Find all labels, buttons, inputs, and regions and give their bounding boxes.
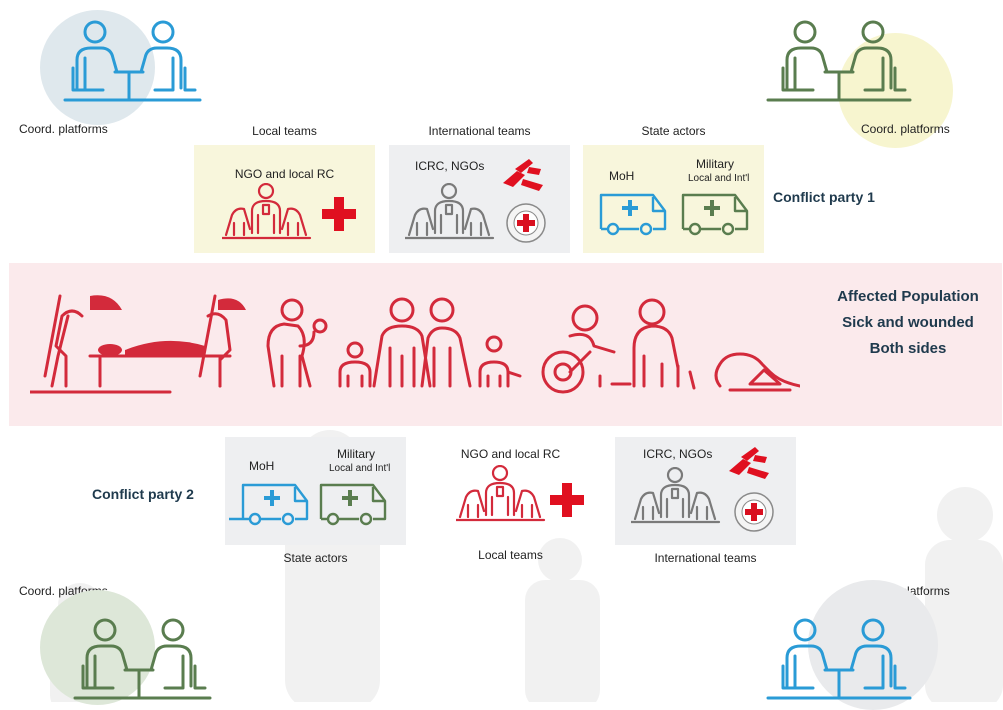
ambulance-icon bbox=[681, 193, 749, 236]
population-line-3: Both sides bbox=[869, 340, 947, 357]
state-actors-header: State actors bbox=[641, 124, 706, 138]
panel-title: ICRC, NGOs bbox=[415, 159, 485, 173]
coord-platforms-label: Coord. platforms bbox=[861, 122, 950, 136]
moh-label: MoH bbox=[609, 169, 635, 183]
ambulance-icon bbox=[319, 483, 387, 526]
local-teams-header: Local teams bbox=[252, 124, 317, 138]
panel-title: ICRC, NGOs bbox=[643, 447, 713, 461]
icrc-emblem-icon bbox=[734, 492, 774, 532]
team-icon bbox=[405, 183, 495, 240]
meeting-icon bbox=[766, 618, 912, 700]
panel-title: NGO and local RC bbox=[234, 167, 335, 181]
population-line-1: Affected Population bbox=[837, 288, 979, 305]
icrc-emblem-icon bbox=[506, 203, 546, 243]
military-label: Military bbox=[696, 157, 734, 171]
party1-international-panel: ICRC, NGOs bbox=[389, 145, 570, 253]
coord-platforms-label: Coord. platforms bbox=[19, 122, 108, 136]
meeting-icon bbox=[766, 20, 912, 102]
party2-local-panel: NGO and local RC bbox=[420, 437, 601, 542]
moh-label: MoH bbox=[249, 459, 275, 473]
party1-local-panel: NGO and local RC bbox=[194, 145, 375, 253]
party1-state-panel: MoH Military Local and Int'l bbox=[583, 145, 764, 253]
team-icon bbox=[222, 183, 312, 240]
msf-logo-icon bbox=[729, 447, 769, 479]
international-teams-header: International teams bbox=[428, 124, 531, 138]
coord-platform-circle-tl bbox=[40, 10, 155, 125]
red-cross-icon bbox=[322, 197, 356, 231]
party2-international-panel: ICRC, NGOs bbox=[615, 437, 796, 545]
panel-title: NGO and local RC bbox=[460, 447, 561, 461]
party2-state-panel: MoH Military Local and Int'l bbox=[225, 437, 406, 545]
military-sub-label: Local and Int'l bbox=[688, 173, 750, 184]
local-teams-footer: Local teams bbox=[478, 548, 543, 562]
military-sub-label: Local and Int'l bbox=[329, 463, 391, 474]
red-cross-icon bbox=[550, 483, 584, 517]
conflict-party-1-label: Conflict party 1 bbox=[773, 189, 875, 205]
ambulance-icon bbox=[599, 193, 667, 236]
conflict-party-2-label: Conflict party 2 bbox=[92, 486, 194, 502]
team-icon bbox=[631, 467, 721, 524]
team-icon bbox=[456, 465, 546, 522]
population-line-2: Sick and wounded bbox=[842, 314, 974, 331]
meeting-icon bbox=[73, 618, 212, 700]
msf-logo-icon bbox=[503, 159, 543, 191]
international-teams-footer: International teams bbox=[654, 551, 757, 565]
ambulance-icon bbox=[229, 483, 309, 526]
population-icon bbox=[30, 294, 800, 394]
meeting-icon bbox=[63, 20, 202, 102]
state-actors-footer: State actors bbox=[283, 551, 348, 565]
military-label: Military bbox=[337, 447, 375, 461]
